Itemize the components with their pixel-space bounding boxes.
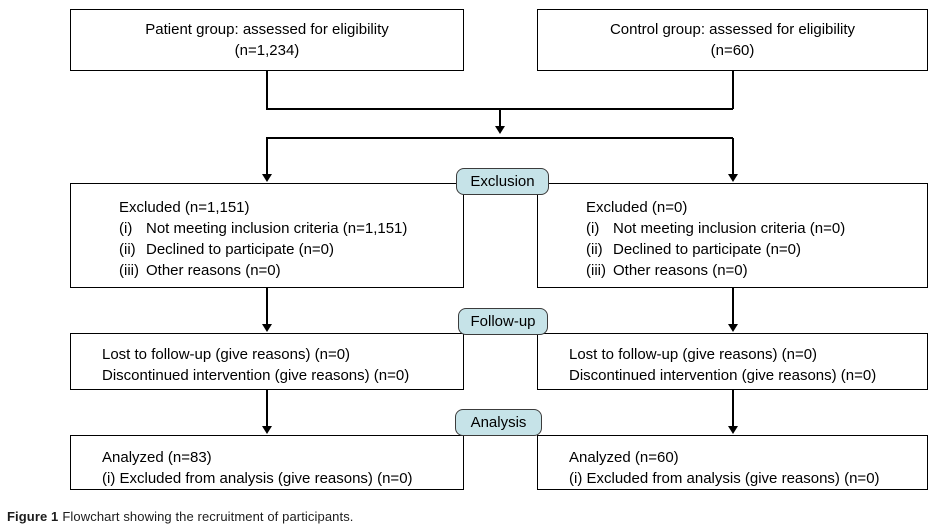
patient-followup-line1: Lost to follow-up (give reasons) (n=0) bbox=[102, 346, 351, 363]
connector-line bbox=[266, 137, 733, 139]
control-analyzed-line2: (i) Excluded from analysis (give reasons… bbox=[569, 470, 880, 487]
control-excluded-item-1: (i) Not meeting inclusion criteria (n=0) bbox=[586, 218, 919, 239]
connector-line bbox=[732, 138, 734, 175]
connector-line bbox=[266, 138, 268, 175]
control-excluded-title: Excluded (n=0) bbox=[586, 199, 688, 216]
item-text: Declined to participate (n=0) bbox=[613, 241, 802, 258]
item-marker: (ii) bbox=[586, 241, 603, 258]
connector-line bbox=[732, 390, 734, 427]
control-excluded-box: Excluded (n=0) (i) Not meeting inclusion… bbox=[537, 183, 928, 288]
arrowhead-icon bbox=[728, 174, 738, 182]
item-text: Other reasons (n=0) bbox=[613, 262, 748, 279]
item-marker: (iii) bbox=[119, 262, 139, 279]
patient-excluded-title: Excluded (n=1,151) bbox=[119, 199, 250, 216]
stage-label-analysis: Analysis bbox=[455, 409, 542, 436]
control-followup-line1: Lost to follow-up (give reasons) (n=0) bbox=[569, 346, 818, 363]
stage-label-exclusion-text: Exclusion bbox=[470, 173, 535, 190]
control-eligibility-box: Control group: assessed for eligibility … bbox=[537, 9, 928, 71]
control-followup-line2: Discontinued intervention (give reasons)… bbox=[569, 367, 877, 384]
connector-line bbox=[499, 109, 501, 127]
patient-eligibility-n: (n=1,234) bbox=[234, 42, 300, 59]
control-followup-box: Lost to follow-up (give reasons) (n=0) D… bbox=[537, 333, 928, 390]
arrowhead-icon bbox=[728, 426, 738, 434]
control-eligibility-n: (n=60) bbox=[710, 42, 755, 59]
arrowhead-icon bbox=[262, 324, 272, 332]
item-marker: (iii) bbox=[586, 262, 606, 279]
stage-label-followup: Follow-up bbox=[458, 308, 548, 335]
control-excluded-item-2: (ii) Declined to participate (n=0) bbox=[586, 239, 919, 260]
patient-excluded-item-3: (iii) Other reasons (n=0) bbox=[119, 260, 455, 281]
patient-excluded-item-2: (ii) Declined to participate (n=0) bbox=[119, 239, 455, 260]
stage-label-analysis-text: Analysis bbox=[470, 414, 527, 431]
arrowhead-icon bbox=[495, 126, 505, 134]
patient-analyzed-line2: (i) Excluded from analysis (give reasons… bbox=[102, 470, 413, 487]
control-analyzed-box: Analyzed (n=60) (i) Excluded from analys… bbox=[537, 435, 928, 490]
figure-caption-text: Flowchart showing the recruitment of par… bbox=[62, 509, 354, 524]
connector-line bbox=[266, 390, 268, 427]
stage-label-followup-text: Follow-up bbox=[470, 313, 536, 330]
connector-line bbox=[732, 288, 734, 325]
item-text: Not meeting inclusion criteria (n=0) bbox=[613, 220, 846, 237]
item-marker: (ii) bbox=[119, 241, 136, 258]
arrowhead-icon bbox=[262, 426, 272, 434]
arrowhead-icon bbox=[262, 174, 272, 182]
patient-followup-box: Lost to follow-up (give reasons) (n=0) D… bbox=[70, 333, 464, 390]
item-text: Declined to participate (n=0) bbox=[146, 241, 335, 258]
item-text: Not meeting inclusion criteria (n=1,151) bbox=[146, 220, 408, 237]
control-excluded-item-3: (iii) Other reasons (n=0) bbox=[586, 260, 919, 281]
connector-line bbox=[732, 71, 734, 109]
patient-analyzed-box: Analyzed (n=83) (i) Excluded from analys… bbox=[70, 435, 464, 490]
item-text: Other reasons (n=0) bbox=[146, 262, 281, 279]
connector-line bbox=[266, 71, 268, 109]
item-marker: (i) bbox=[119, 220, 133, 237]
patient-eligibility-title: Patient group: assessed for eligibility bbox=[145, 21, 389, 38]
control-analyzed-line1: Analyzed (n=60) bbox=[569, 449, 679, 466]
patient-excluded-item-1: (i) Not meeting inclusion criteria (n=1,… bbox=[119, 218, 455, 239]
arrowhead-icon bbox=[728, 324, 738, 332]
stage-label-exclusion: Exclusion bbox=[456, 168, 549, 195]
control-eligibility-title: Control group: assessed for eligibility bbox=[609, 21, 856, 38]
item-marker: (i) bbox=[586, 220, 600, 237]
connector-line bbox=[266, 108, 733, 110]
patient-eligibility-box: Patient group: assessed for eligibility … bbox=[70, 9, 464, 71]
patient-followup-line2: Discontinued intervention (give reasons)… bbox=[102, 367, 410, 384]
figure-caption-label: Figure 1 bbox=[7, 509, 59, 524]
patient-analyzed-line1: Analyzed (n=83) bbox=[102, 449, 212, 466]
connector-line bbox=[266, 288, 268, 325]
patient-excluded-box: Excluded (n=1,151) (i) Not meeting inclu… bbox=[70, 183, 464, 288]
